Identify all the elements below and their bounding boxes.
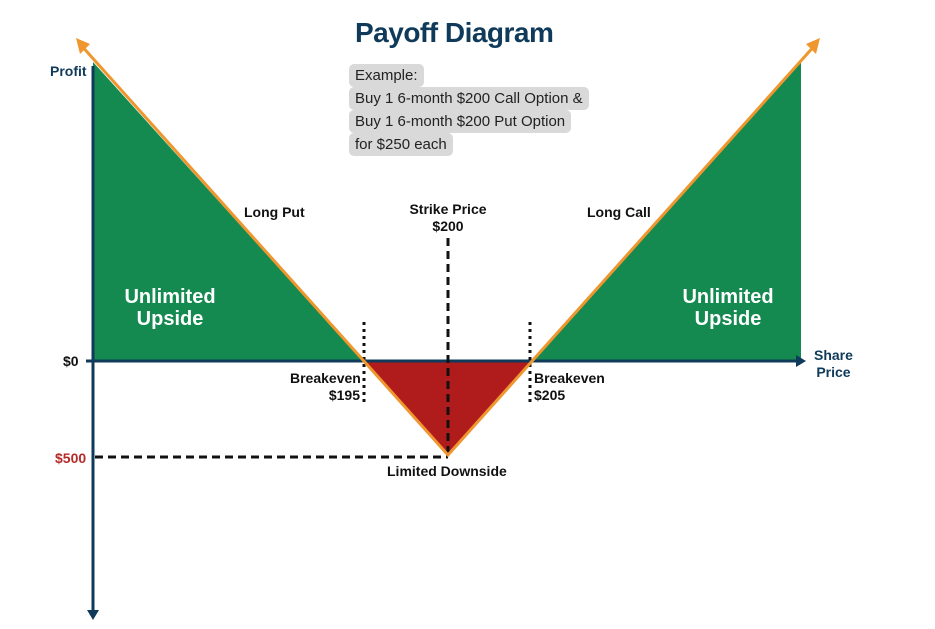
upside-right-line1: Unlimited — [682, 286, 774, 308]
breakeven-right-line2: $205 — [534, 387, 566, 403]
breakeven-right-label: Breakeven $205 — [534, 370, 605, 404]
y-axis-label: Profit — [50, 63, 87, 79]
x-axis-label-line1: Share — [814, 347, 853, 363]
long-put-label: Long Put — [244, 204, 305, 220]
strike-label-line2: $200 — [432, 218, 464, 234]
payoff-arrow-right-icon — [806, 38, 820, 54]
long-call-label: Long Call — [587, 204, 651, 220]
breakeven-right-line1: Breakeven — [534, 370, 605, 386]
breakeven-left-line1: Breakeven — [290, 370, 361, 386]
unlimited-upside-right: Unlimited Upside — [668, 286, 788, 330]
zero-tick-label: $0 — [63, 353, 79, 369]
upside-left-line1: Unlimited — [124, 286, 216, 308]
payoff-line — [78, 42, 818, 458]
breakeven-left-label: Breakeven $195 — [290, 370, 361, 404]
example-line: Example: — [349, 64, 424, 87]
y-axis-arrow-down-icon — [87, 610, 99, 620]
breakeven-left-line2: $195 — [328, 387, 360, 403]
limited-downside-label: Limited Downside — [387, 463, 507, 479]
example-line: for $250 each — [349, 133, 453, 156]
x-axis-label: Share Price — [814, 347, 853, 381]
unlimited-upside-left: Unlimited Upside — [110, 286, 230, 330]
payoff-arrow-left-icon — [76, 38, 90, 54]
strike-price-label: Strike Price $200 — [406, 201, 490, 235]
upside-right-line2: Upside — [694, 308, 762, 330]
x-axis-arrow-icon — [796, 355, 806, 367]
example-line: Buy 1 6-month $200 Call Option & — [349, 87, 589, 110]
upside-left-line2: Upside — [136, 308, 204, 330]
example-line: Buy 1 6-month $200 Put Option — [349, 110, 572, 133]
loss-tick-label: $500 — [55, 450, 87, 466]
example-box: Example: Buy 1 6-month $200 Call Option … — [349, 64, 589, 156]
chart-title: Payoff Diagram — [355, 17, 554, 48]
x-axis-label-line2: Price — [816, 364, 851, 380]
strike-label-line1: Strike Price — [409, 201, 487, 217]
